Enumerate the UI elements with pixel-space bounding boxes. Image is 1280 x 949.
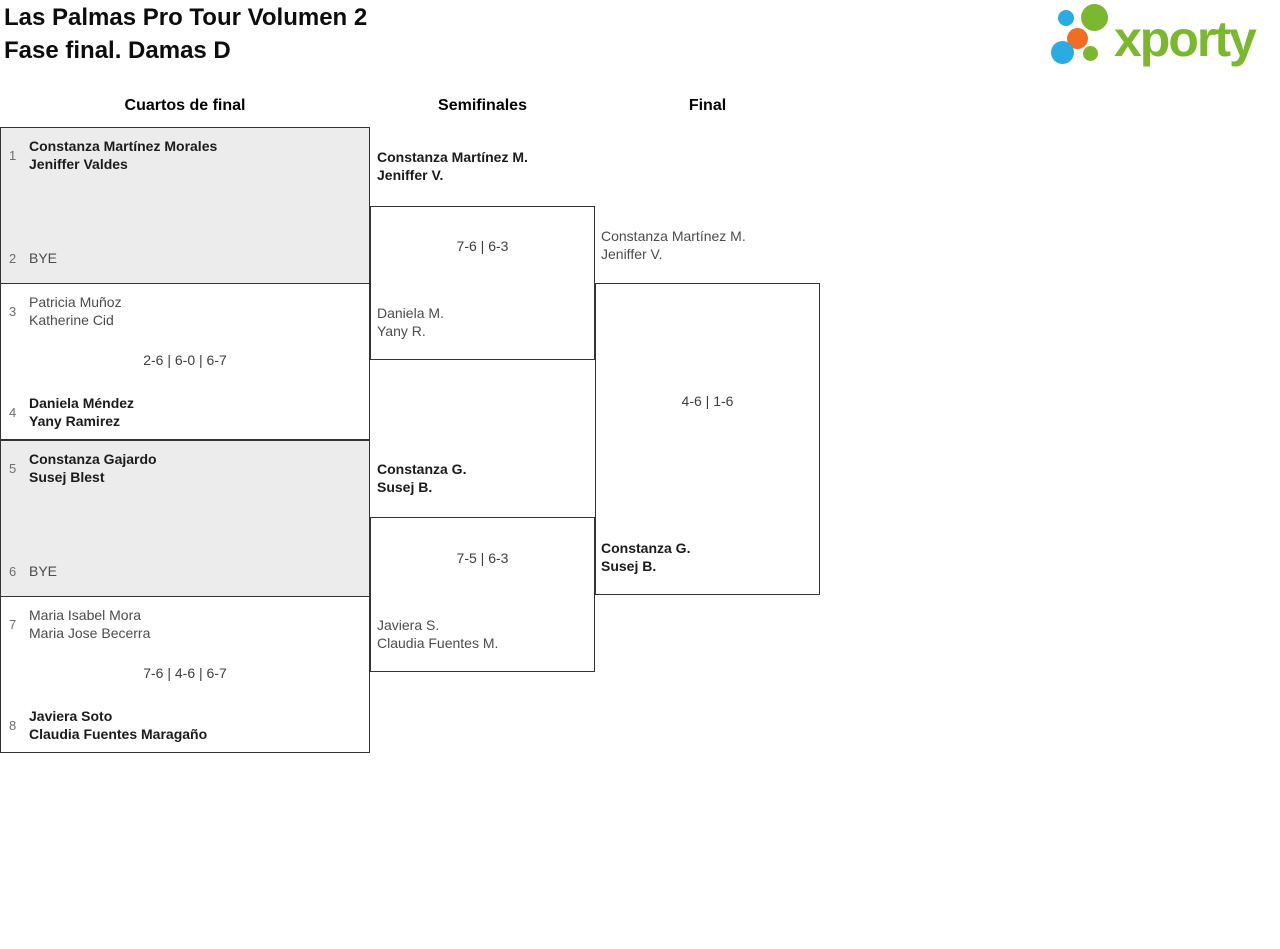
final-score: 4-6 | 1-6 — [681, 393, 734, 409]
final-match-box — [595, 283, 820, 595]
team-names: BYE — [29, 563, 58, 579]
match-score: 7-6 | 4-6 | 6-7 — [143, 665, 227, 681]
sf-match-1-box — [370, 206, 595, 360]
seed-number: 2 — [9, 250, 17, 266]
logo-wordmark: xporty — [1114, 11, 1257, 67]
seed-number: 3 — [9, 303, 17, 319]
team-names: Constanza Martínez M. Jeniffer V. — [601, 228, 746, 262]
team-names: Daniela M. Yany R. — [377, 305, 444, 339]
seed-number: 1 — [9, 147, 17, 163]
round-header-semifinals: Semifinales — [438, 97, 527, 114]
tournament-title: Las Palmas Pro Tour Volumen 2 — [4, 4, 368, 31]
seed-number: 8 — [9, 717, 17, 733]
qf2-team-bottom: 4 Daniela Méndez Yany Ramirez — [9, 394, 134, 430]
seed-number: 6 — [9, 563, 17, 579]
team-names: Constanza Gajardo Susej Blest — [29, 451, 157, 485]
team-names: Javiera S. Claudia Fuentes M. — [377, 617, 499, 651]
sf1-team-top: Constanza Martínez M. Jeniffer V. — [377, 148, 528, 184]
xporty-dots-icon — [1050, 4, 1112, 66]
final-team-top: Constanza Martínez M. Jeniffer V. — [601, 227, 746, 263]
sf-match-2-box — [370, 517, 595, 672]
qf1-team-bottom: 2 BYE — [9, 249, 57, 267]
team-names: Constanza Martínez Morales Jeniffer Vald… — [29, 138, 218, 172]
sf2-team-bottom: Javiera S. Claudia Fuentes M. — [377, 616, 498, 652]
seed-number: 4 — [9, 404, 17, 420]
logo-dot-orange — [1067, 28, 1088, 49]
sf2-score: 7-5 | 6-3 — [456, 550, 509, 566]
qf-match-3: 5 Constanza Gajardo Susej Blest 6 BYE — [0, 440, 370, 597]
team-names: Javiera Soto Claudia Fuentes Maragaño — [29, 708, 208, 742]
xporty-logo: xporty — [1050, 2, 1275, 68]
seed-number: 5 — [9, 460, 17, 476]
team-names: Constanza Martínez M. Jeniffer V. — [377, 149, 528, 183]
qf1-team-top: 1 Constanza Martínez Morales Jeniffer Va… — [9, 137, 217, 173]
team-names: Patricia Muñoz Katherine Cid — [29, 294, 122, 328]
team-names: Daniela Méndez Yany Ramirez — [29, 395, 135, 429]
tournament-subtitle: Fase final. Damas D — [4, 37, 231, 64]
logo-dot-blue-small — [1058, 10, 1074, 26]
logo-dot-green-small — [1083, 46, 1098, 61]
qf3-team-top: 5 Constanza Gajardo Susej Blest — [9, 450, 157, 486]
sf1-team-bottom: Daniela M. Yany R. — [377, 304, 444, 340]
qf-match-1: 1 Constanza Martínez Morales Jeniffer Va… — [0, 127, 370, 284]
qf4-team-bottom: 8 Javiera Soto Claudia Fuentes Maragaño — [9, 707, 207, 743]
qf3-team-bottom: 6 BYE — [9, 562, 57, 580]
team-names: Constanza G. Susej B. — [377, 461, 467, 495]
qf-match-2: 3 Patricia Muñoz Katherine Cid 2-6 | 6-0… — [0, 283, 370, 440]
sf2-team-top: Constanza G. Susej B. — [377, 460, 466, 496]
round-header-quarterfinals: Cuartos de final — [124, 97, 246, 114]
round-header-final: Final — [688, 97, 727, 114]
header-titles: Las Palmas Pro Tour Volumen 2 Fase final… — [4, 1, 367, 67]
team-names: Maria Isabel Mora Maria Jose Becerra — [29, 607, 151, 641]
final-team-bottom: Constanza G. Susej B. — [601, 539, 690, 575]
qf2-team-top: 3 Patricia Muñoz Katherine Cid — [9, 293, 122, 329]
team-names: Constanza G. Susej B. — [601, 540, 691, 574]
logo-dot-green-large — [1081, 4, 1108, 31]
seed-number: 7 — [9, 616, 17, 632]
team-names: BYE — [29, 250, 58, 266]
match-score: 2-6 | 6-0 | 6-7 — [143, 352, 227, 368]
logo-dot-blue-large — [1051, 41, 1074, 64]
qf4-team-top: 7 Maria Isabel Mora Maria Jose Becerra — [9, 606, 150, 642]
qf-match-4: 7 Maria Isabel Mora Maria Jose Becerra 7… — [0, 596, 370, 753]
sf1-score: 7-6 | 6-3 — [456, 238, 509, 254]
